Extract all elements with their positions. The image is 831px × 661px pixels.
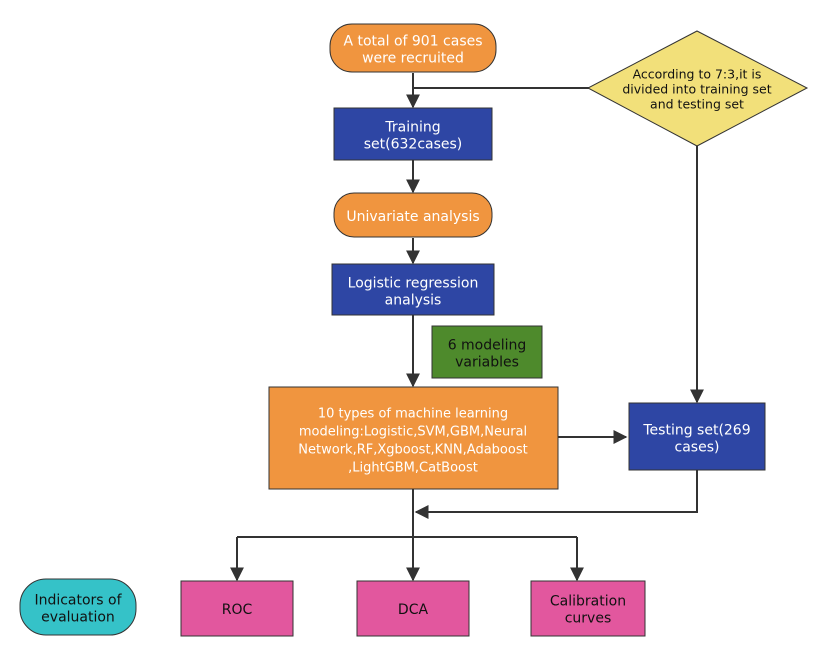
label-line: According to 7:3,it is [633,66,762,81]
node-ml-shape [268,386,559,490]
label-line: Indicators of [34,593,122,609]
label-line: set(632cases) [364,136,463,152]
label-line: DCA [398,602,429,618]
node-ml: 10 types of machine learning modeling:Log… [268,386,559,490]
label-line: cases) [675,439,720,455]
node-recruited-shape [329,23,497,73]
node-indicators-shape [19,578,137,636]
node-dca-shape [356,580,470,637]
node-logistic-shape [331,263,495,316]
node-training-shape [333,107,493,161]
label-line: analysis [385,292,442,308]
node-split-shape [586,30,809,147]
label-line: curves [565,611,612,627]
label-line: modeling:Logistic,SVM,GBM,Neural [299,424,527,439]
node-univariate-label: Univariate analysis [346,209,479,225]
node-variables-shape [431,325,543,379]
node-testing-shape [628,402,766,471]
node-roc: ROC [180,580,294,637]
label-line: A total of 901 cases [343,34,482,50]
label-line: divided into training set [622,81,771,96]
node-calibration-shape [530,580,646,637]
label-line: Univariate analysis [346,209,479,225]
label-line: Training [384,119,440,135]
label-line: evaluation [41,610,115,626]
node-dca-label: DCA [398,602,429,618]
label-line: Logistic regression [348,275,479,291]
label-line: were recruited [362,51,464,67]
node-univariate: Univariate analysis [333,192,493,238]
node-roc-label: ROC [222,602,253,618]
label-line: and testing set [650,96,744,111]
label-line: 10 types of machine learning [318,406,508,421]
node-dca: DCA [356,580,470,637]
node-roc-shape [180,580,294,637]
label-line: Testing set(269 [642,422,750,438]
label-line: ROC [222,602,253,618]
label-line: 6 modeling [448,337,527,353]
arrow-testing-to-merge [414,470,698,519]
label-line: Calibration [550,594,626,610]
label-line: Network,RF,Xgboost,KNN,Adaboost [298,442,527,457]
connectors [230,73,704,582]
label-line: ,LightGBM,CatBoost [348,460,478,475]
node-univariate-shape [333,192,493,238]
label-line: variables [455,354,519,370]
node-ml-label: 10 types of machine learning modeling:Log… [298,406,527,475]
